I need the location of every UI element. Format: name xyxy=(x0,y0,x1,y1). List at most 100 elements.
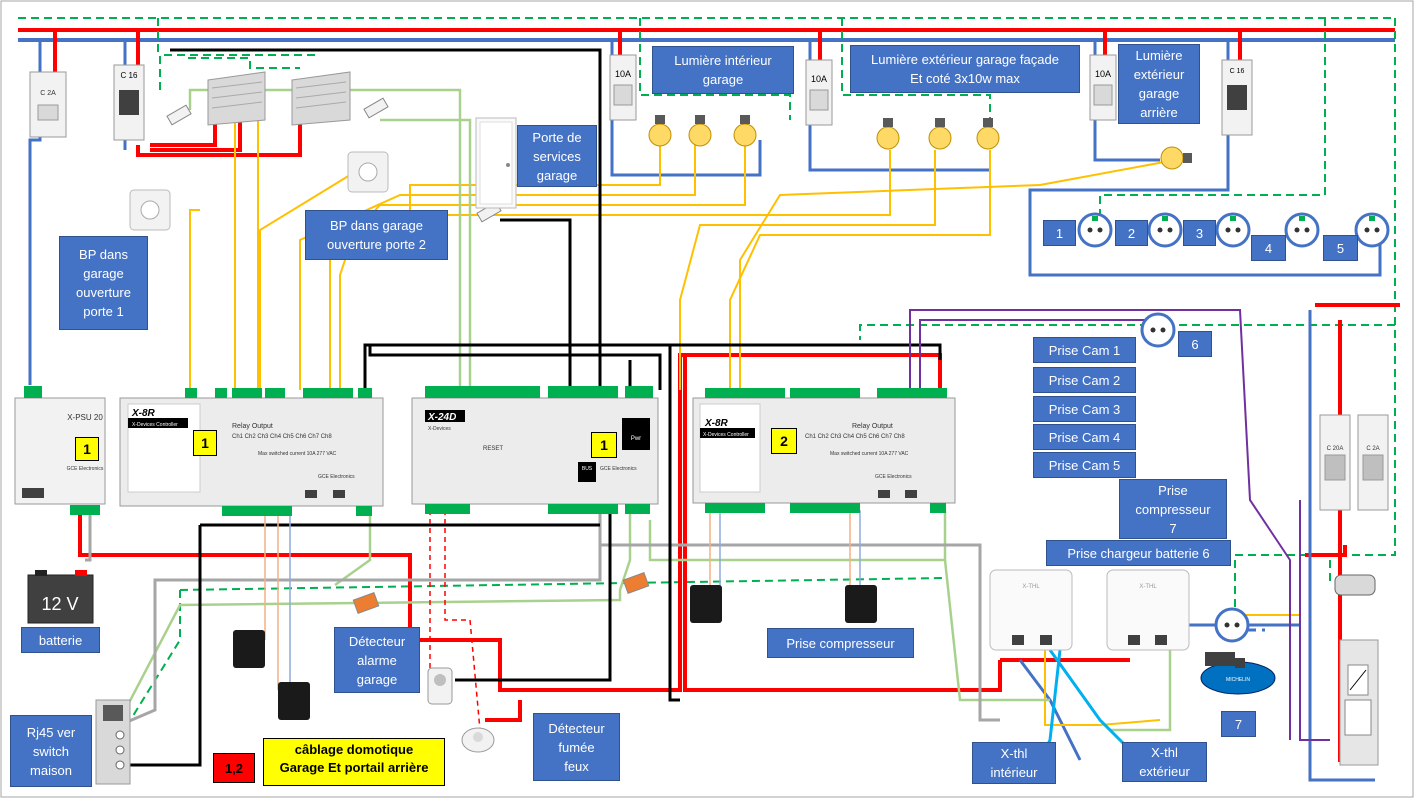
light-bulb-icon xyxy=(648,115,1192,170)
badge-psu: 1 xyxy=(75,437,99,461)
module-brand: GCE Electronics xyxy=(600,466,637,472)
relay-output: Relay Output xyxy=(852,423,893,430)
compressor-brand: MICHELIN xyxy=(1226,677,1250,683)
label-prise-chargeur: Prise chargeur batterie 6 xyxy=(1046,540,1231,566)
rj45-box-icon xyxy=(95,699,131,785)
breaker-label: C 2A xyxy=(1366,446,1379,452)
badge-x8r-2: 2 xyxy=(771,428,797,454)
label-lumiere-exterieur-arriere: Lumière extérieur garage arrière xyxy=(1118,44,1200,124)
breaker-label: C 20A xyxy=(1327,446,1344,452)
label-bp-porte-1: BP dans garage ouverture porte 1 xyxy=(59,236,148,330)
battery-text: 12 V xyxy=(41,594,78,614)
label-bp-porte-2: BP dans garage ouverture porte 2 xyxy=(305,210,448,260)
xthl-brand: X-THL xyxy=(1139,584,1157,590)
module-title: X-8R xyxy=(131,408,156,419)
module-sub: X-Devices xyxy=(428,426,451,432)
module-ctrl: X-Devices Controller xyxy=(132,422,178,428)
breaker-10a-3: 10A xyxy=(1089,54,1117,121)
label-lumiere-interieur: Lumière intérieur garage xyxy=(652,46,794,94)
gray-cable xyxy=(85,505,1000,727)
socket-number-4: 4 xyxy=(1251,235,1286,261)
module-brand: GCE Electronics xyxy=(318,474,355,480)
legend-number: 1,2 xyxy=(213,753,255,783)
label-porte-services: Porte de services garage xyxy=(517,125,597,187)
label-batterie: batterie xyxy=(21,627,100,653)
signal-green-wiring xyxy=(118,88,1172,732)
ch-labels: Ch1 Ch2 Ch3 Ch4 Ch5 Ch6 Ch7 Ch8 xyxy=(232,434,332,440)
battery-icon: 12 V xyxy=(27,570,94,624)
breaker-label: C 16 xyxy=(1230,68,1245,75)
garage-door-motor-1 xyxy=(207,71,266,126)
breaker-label: C 16 xyxy=(121,71,138,80)
socket-number-7: 7 xyxy=(1221,711,1256,737)
label-lumiere-exterieur-facade: Lumière extérieur garage façade Et coté … xyxy=(850,45,1080,93)
psu-sub: GCE Electronics xyxy=(67,466,104,472)
breaker-label: 10A xyxy=(1095,69,1111,79)
x8r-module-1: X-8R X-Devices Controller Relay Output C… xyxy=(119,388,384,516)
label-xthl-interieur: X-thl intérieur xyxy=(972,742,1056,784)
module-brand: GCE Electronics xyxy=(875,474,912,480)
relay-note: Max switched current 10A 277 VAC xyxy=(830,451,909,457)
xthl-unit-exterior: X-THL xyxy=(1106,569,1190,651)
label-detecteur-fumee: Détecteur fumée feux xyxy=(533,713,620,781)
breaker-label: C 2A xyxy=(40,90,56,97)
purple-wiring xyxy=(909,309,1330,741)
garage-door-motor-2 xyxy=(291,71,351,126)
label-prise-cam-2: Prise Cam 2 xyxy=(1033,367,1136,393)
module-title: X-8R xyxy=(704,418,729,429)
push-button-icon xyxy=(129,151,389,231)
label-prise-cam-3: Prise Cam 3 xyxy=(1033,396,1136,422)
breaker-10a-1: 10A xyxy=(609,54,637,121)
fuse-holder-icon xyxy=(1334,574,1376,596)
module-title: X-24D xyxy=(427,412,456,423)
bus-wiring xyxy=(130,48,942,767)
socket-number-2: 2 xyxy=(1115,220,1148,246)
breaker-c20a: C 20A xyxy=(1319,414,1351,511)
ch-labels: Ch1 Ch2 Ch3 Ch4 Ch5 Ch6 Ch7 Ch8 xyxy=(805,434,905,440)
contactor-icon xyxy=(1339,639,1379,766)
signal-yellow-wiring xyxy=(189,120,1301,726)
card-reader-icon xyxy=(233,585,877,720)
x8r-module-2: X-8R X-Devices Controller Relay Output C… xyxy=(692,388,956,513)
module-ctrl: X-Devices Controller xyxy=(703,432,749,438)
label-detecteur-alarme: Détecteur alarme garage xyxy=(334,627,420,693)
breaker-10a-2: 10A xyxy=(805,59,833,126)
reset-label: RESET xyxy=(483,446,503,452)
breaker-c2a-right: C 2A xyxy=(1357,414,1389,511)
label-prise-compresseur: Prise compresseur xyxy=(767,628,914,658)
smoke-detector-icon xyxy=(461,727,495,753)
socket-number-5: 5 xyxy=(1323,235,1358,261)
alarm-wiring xyxy=(429,510,481,731)
badge-x24d: 1 xyxy=(591,432,617,458)
main-bus-lines xyxy=(18,17,1395,42)
relay-output: Relay Output xyxy=(232,423,273,430)
motion-detector-icon xyxy=(427,667,453,705)
label-xthl-exterieur: X-thl extérieur xyxy=(1122,742,1207,782)
label-prise-cam-1: Prise Cam 1 xyxy=(1033,337,1136,363)
label-prise-cam-4: Prise Cam 4 xyxy=(1033,424,1136,450)
label-prise-cam-5: Prise Cam 5 xyxy=(1033,452,1136,478)
breaker-label: 10A xyxy=(811,74,827,84)
xthl-unit-interior: X-THL xyxy=(989,569,1073,651)
breaker-c16-right: C 16 xyxy=(1221,59,1253,136)
connector-icon xyxy=(352,572,650,614)
door-icon xyxy=(475,117,517,209)
socket-number-1: 1 xyxy=(1043,220,1076,246)
relay-note: Max switched current 10A 277 VAC xyxy=(258,451,337,457)
label-prise-compresseur-7: Prise compresseur 7 xyxy=(1119,479,1227,539)
breaker-c2a-left: C 2A xyxy=(29,71,67,138)
breaker-label: 10A xyxy=(615,69,631,79)
breaker-c16-left: C 16 xyxy=(113,64,145,141)
label-rj45: Rj45 ver switch maison xyxy=(10,715,92,787)
power-socket-icon xyxy=(1077,212,1390,643)
socket-number-6: 6 xyxy=(1178,331,1212,357)
badge-x8r-1: 1 xyxy=(193,430,217,456)
x24d-module: X-24D X-Devices RESET Pwr BUS GCE Electr… xyxy=(411,386,659,514)
card-wires xyxy=(264,510,1265,690)
bus-label: BUS xyxy=(582,466,593,472)
socket-number-3: 3 xyxy=(1183,220,1216,246)
psu-title: X-PSU 20 xyxy=(67,413,103,422)
legend-text: câblage domotique Garage Et portail arri… xyxy=(263,738,445,786)
xthl-brand: X-THL xyxy=(1022,584,1040,590)
